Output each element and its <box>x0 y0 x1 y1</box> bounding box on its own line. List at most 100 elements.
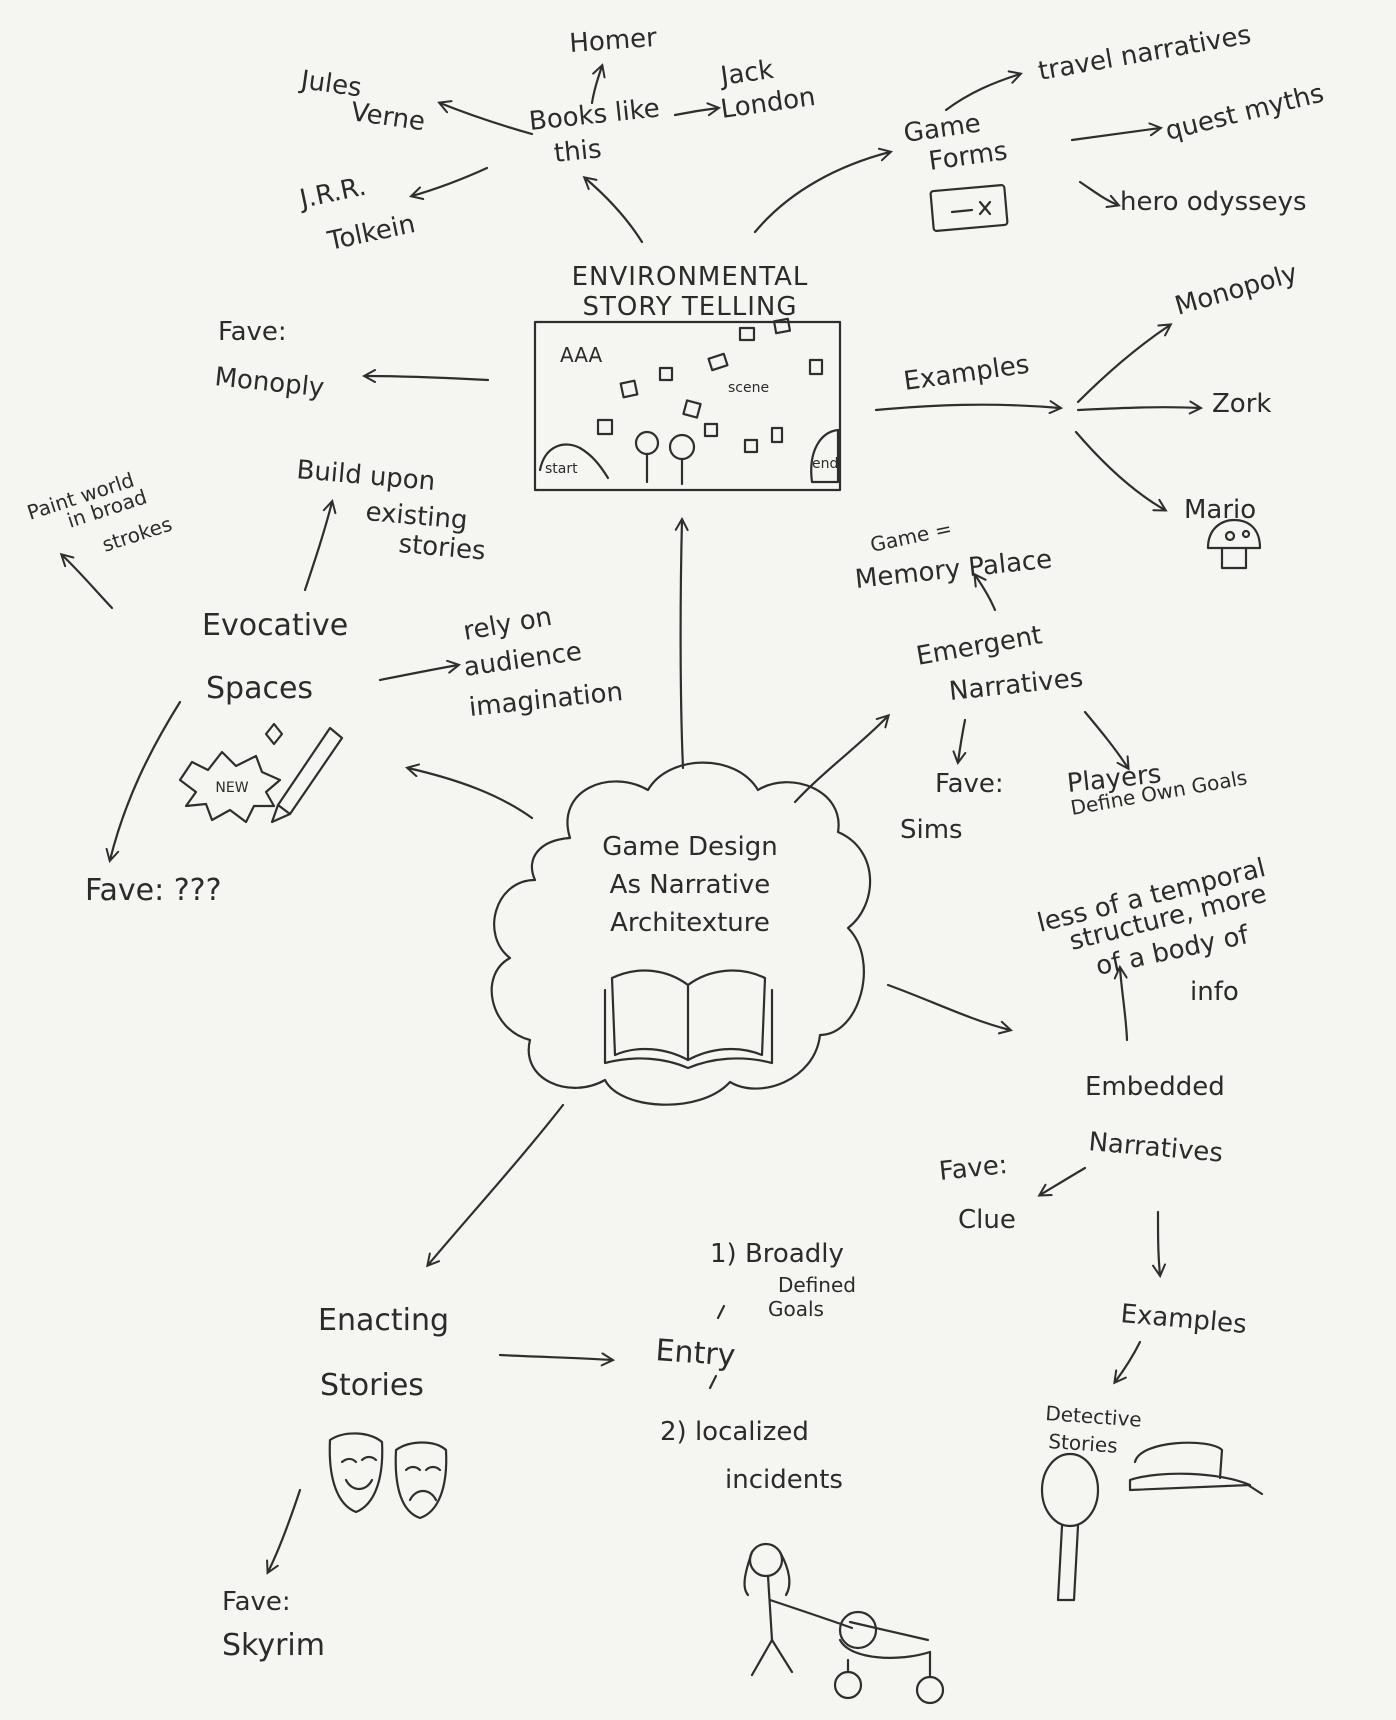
example-mario: Mario <box>1184 495 1256 525</box>
arrow-books-to-verne <box>440 103 534 136</box>
center-cloud-outline <box>490 761 872 1106</box>
theater-masks-icon <box>328 1432 448 1520</box>
arrow-emergent-to-memory <box>975 575 997 612</box>
arrow-books-to-homer <box>590 66 602 105</box>
emergent-fave-value: Sims <box>900 815 963 845</box>
arrow-env-to-examples <box>874 405 1060 410</box>
emergent-line-2: Narratives <box>948 663 1085 707</box>
arrow-env-to-books <box>585 178 644 244</box>
author-homer: Homer <box>568 23 658 59</box>
environmental-sketch: AAA scene start end <box>538 317 840 486</box>
arrow-center-to-enacting <box>428 1103 565 1265</box>
arrow-center-to-evocative <box>408 768 534 820</box>
new-badge-label: NEW <box>215 780 248 796</box>
emergent-fave-label: Fave: <box>935 769 1004 799</box>
arrow-enacting-to-fave <box>268 1488 302 1572</box>
arrow-env-to-fave <box>365 376 490 380</box>
author-tolkien-line-1: J.R.R. <box>295 172 368 216</box>
mushroom-icon <box>1206 518 1262 570</box>
environmental-title-1: ENVIRONMENTAL <box>572 262 809 292</box>
center-line-1: Game Design <box>602 832 777 862</box>
enacting-goals-line-1: 1) Broadly <box>710 1239 844 1269</box>
embedded-fave-value: Clue <box>958 1205 1016 1235</box>
evocative-rely-line-3: imagination <box>468 677 625 723</box>
evocative-rely-line-1: rely on <box>461 602 554 647</box>
arrow-emergent-to-players <box>1083 710 1128 768</box>
arrow-enacting-to-entry <box>498 1355 612 1360</box>
arrow-evocative-to-rely <box>378 665 458 682</box>
arrow-embedded-to-fave <box>1040 1166 1087 1195</box>
emergent-line-1: Emergent <box>914 620 1044 672</box>
center-node: Game Design As Narrative Architexture <box>490 761 872 1106</box>
open-book-icon <box>603 969 774 1070</box>
center-line-2: As Narrative <box>610 870 771 900</box>
embedded-less-line-4: info <box>1190 977 1239 1007</box>
embedded-detective-line-1: Detective <box>1045 1401 1143 1432</box>
author-jack-london-line-1: Jack <box>717 55 776 92</box>
embedded-detective-line-2: Stories <box>1048 1429 1119 1458</box>
arrow-books-to-london <box>673 108 718 115</box>
pencil-icon <box>264 722 344 824</box>
arrow-center-to-emergent <box>793 716 888 804</box>
enacting-incidents-line-1: 2) localized <box>660 1417 809 1447</box>
arrow-evocative-to-fave <box>110 700 182 860</box>
evocative-line-1: Evocative <box>202 608 348 643</box>
enacting-incidents-line-2: incidents <box>725 1465 843 1495</box>
embedded-node: Embedded Narratives <box>1085 1072 1225 1169</box>
connector-arrows <box>62 66 1200 1572</box>
sketch-start-label: start <box>545 461 578 477</box>
author-jules-verne-line-2: Verne <box>349 97 427 137</box>
environmental-title-2: STORY TELLING <box>583 292 798 322</box>
ticket-icon <box>929 184 1009 232</box>
evocative-build-line-3: stories <box>397 529 486 566</box>
arrow-forms-to-travel <box>944 74 1020 112</box>
enacting-fave-value: Skyrim <box>222 1628 325 1663</box>
arrow-forms-to-quest <box>1070 128 1160 142</box>
evocative-build-line-1: Build upon <box>295 455 436 497</box>
game-form-hero-odysseys: hero odysseys <box>1120 187 1307 217</box>
embedded-line-1: Embedded <box>1085 1072 1225 1102</box>
enacting-entry: Entry <box>654 1333 736 1373</box>
game-forms-node: Game Forms <box>902 108 1009 232</box>
env-fave-label: Fave: <box>218 317 287 347</box>
enacting-line-1: Enacting <box>318 1303 449 1338</box>
arrow-center-to-environmental <box>681 520 683 770</box>
game-form-travel-narratives: travel narratives <box>1036 20 1253 87</box>
new-badge: NEW <box>178 750 282 824</box>
arrow-evocative-to-build <box>303 502 332 592</box>
enacting-goals-line-3: Goals <box>768 1297 824 1321</box>
arrow-embedded-to-less <box>1120 968 1129 1042</box>
stick-figure-icon <box>743 1542 854 1677</box>
game-form-quest-myths: quest myths <box>1162 79 1326 147</box>
embedded-examples-label: Examples <box>1119 1299 1247 1340</box>
lawn-mower-icon <box>833 1610 945 1705</box>
books-like-this-node: Books like this <box>528 93 662 169</box>
emergent-memory-line-1: Game = <box>868 516 954 557</box>
evocative-node: Evocative Spaces NEW <box>178 608 348 824</box>
environmental-sketch-frame <box>533 320 842 492</box>
arrow-env-to-game-forms <box>753 152 890 234</box>
sketch-aaa-label: AAA <box>560 343 602 367</box>
example-monopoly: Monopoly <box>1172 258 1301 321</box>
center-line-3: Architexture <box>610 908 770 938</box>
tick-entry-incidents <box>708 1374 718 1390</box>
arrow-evocative-to-paint <box>62 555 114 610</box>
author-tolkien-line-2: Tolkein <box>324 209 418 257</box>
arrow-examples-to-detective <box>1115 1340 1142 1382</box>
arrow-forms-to-hero <box>1078 180 1118 205</box>
magnifying-glass-icon <box>1040 1452 1100 1602</box>
env-examples-label: Examples <box>902 350 1031 397</box>
enacting-node: Enacting Stories <box>318 1303 449 1520</box>
end-hill <box>810 428 840 484</box>
enacting-goals-line-2: Defined <box>778 1273 856 1297</box>
tick-entry-goals <box>716 1304 726 1320</box>
arrow-emergent-to-sims <box>958 718 965 762</box>
embedded-fave-label: Fave: <box>938 1150 1009 1187</box>
books-like-this-line-1: Books like <box>528 93 662 137</box>
env-fave-value: Monoply <box>213 362 325 403</box>
evocative-line-2: Spaces <box>206 671 313 706</box>
environmental-node: ENVIRONMENTAL STORY TELLING AAA scene st… <box>533 262 842 492</box>
evocative-fave: Fave: ??? <box>85 873 222 908</box>
sketch-scene-label: scene <box>728 380 769 396</box>
